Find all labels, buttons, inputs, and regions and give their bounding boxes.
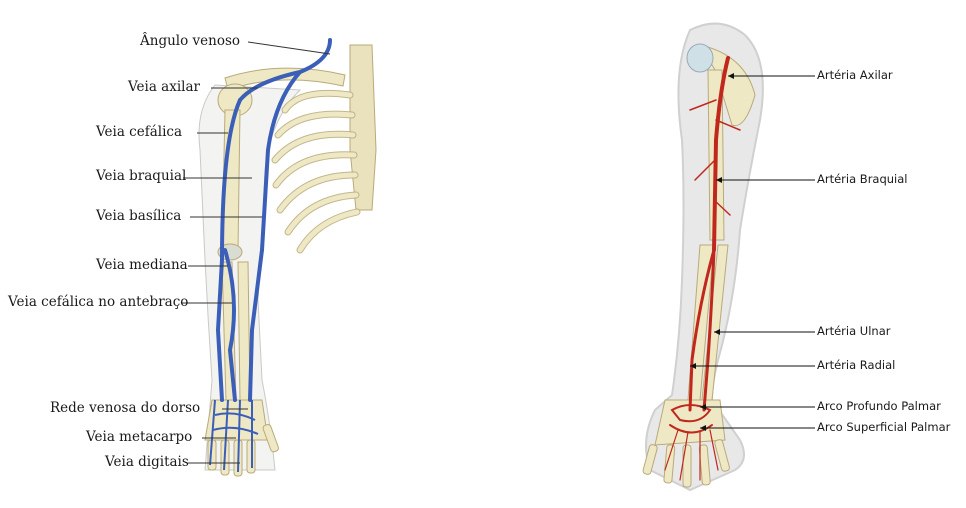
label-angulo-venoso: Ângulo venoso bbox=[140, 33, 240, 49]
veins-illustration bbox=[182, 40, 376, 476]
label-veia-cefalica: Veia cefálica bbox=[96, 124, 182, 140]
label-arteria-braquial: Artéria Braquial bbox=[817, 172, 908, 186]
arteries-illustration bbox=[642, 24, 815, 490]
label-veia-cefalica-antebraco: Veia cefálica no antebraço bbox=[8, 294, 188, 310]
label-arco-superficial-palmar: Arco Superficial Palmar bbox=[817, 420, 950, 434]
label-veia-digitais: Veia digitais bbox=[105, 454, 189, 470]
label-rede-venosa-dorso: Rede venosa do dorso bbox=[50, 400, 200, 416]
label-veia-basilica: Veia basílica bbox=[96, 208, 181, 224]
label-arteria-radial: Artéria Radial bbox=[817, 358, 895, 372]
label-veia-axilar: Veia axilar bbox=[128, 79, 200, 95]
label-arteria-ulnar: Artéria Ulnar bbox=[817, 324, 890, 338]
label-arco-profundo-palmar: Arco Profundo Palmar bbox=[817, 399, 941, 413]
label-veia-braquial: Veia braquial bbox=[96, 168, 186, 184]
label-arteria-axilar: Artéria Axilar bbox=[817, 68, 893, 82]
label-veia-mediana: Veia mediana bbox=[96, 257, 188, 273]
label-veia-metacarpo: Veia metacarpo bbox=[86, 429, 192, 445]
